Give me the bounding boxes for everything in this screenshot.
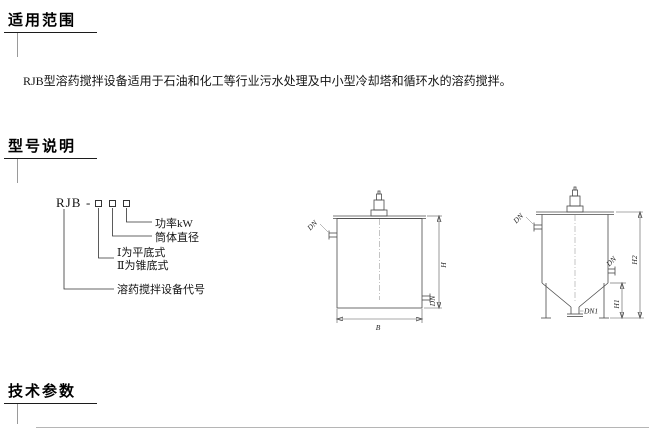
model-code-dash: - [86, 195, 91, 210]
tank-body [541, 214, 609, 308]
heading-tick [17, 33, 18, 57]
agitator-motor [566, 186, 584, 213]
connector-diameter [112, 208, 152, 237]
connector-device-code [63, 209, 114, 290]
dim-label-h: H [439, 262, 448, 269]
agitator-motor [370, 190, 388, 217]
flat-bottom-tank-drawing: DN DN B H [305, 190, 448, 332]
callout-flat-type: Ⅰ为平底式 [117, 247, 166, 259]
callout-device-code: 溶药搅拌设备代号 [117, 284, 205, 296]
nozzle-label-dn-top: DN [511, 211, 526, 226]
model-code-box [95, 200, 102, 207]
model-code-prefix: RJB [56, 195, 82, 210]
nozzle-label-dn-top: DN [305, 218, 320, 233]
cone-bottom-tank-drawing: DN DN DN1 H1 H2 [511, 186, 644, 345]
support-legs [541, 283, 609, 319]
section-heading-model: 型号说明 [8, 139, 77, 155]
outlet-label-dn1: DN1 [583, 307, 598, 316]
connector-power [126, 208, 152, 223]
dim-label-h2: H2 [630, 255, 639, 265]
bottom-outlet [567, 307, 583, 317]
scope-paragraph: RJB型溶药搅拌设备适用于石油和化工等行业污水处理及中小型冷却塔和循环水的溶药搅… [23, 74, 512, 88]
heading-rule [4, 32, 97, 33]
dim-label-h1: H1 [612, 299, 621, 309]
nozzle-label-dn-side: DN [604, 254, 619, 269]
connector-bottom-type [98, 208, 114, 259]
callout-diameter: 筒体直径 [155, 232, 199, 244]
table-top-border [36, 427, 649, 428]
top-left-nozzle [319, 223, 337, 240]
callout-cone-type: Ⅱ为锥底式 [117, 260, 169, 272]
model-code-box [123, 200, 130, 207]
section-heading-scope: 适用范围 [8, 13, 77, 29]
heading-tick [17, 404, 18, 424]
dim-label-b: B [376, 323, 381, 332]
heading-rule [4, 158, 97, 159]
callout-power: 功率kW [155, 218, 193, 230]
nozzle-label-dn-bottom: DN [428, 295, 437, 307]
model-code-box [109, 200, 116, 207]
model-code-connector-lines [63, 208, 152, 290]
dimension-h [424, 216, 442, 308]
heading-tick [17, 159, 18, 183]
dimension-h2 [616, 212, 643, 318]
tank-body [336, 218, 423, 309]
bottom-right-nozzle [422, 293, 431, 303]
top-left-nozzle [525, 216, 542, 232]
heading-rule [4, 403, 97, 404]
section-heading-params: 技术参数 [8, 384, 77, 400]
dimension-b [337, 309, 422, 323]
side-right-nozzle [608, 266, 616, 276]
